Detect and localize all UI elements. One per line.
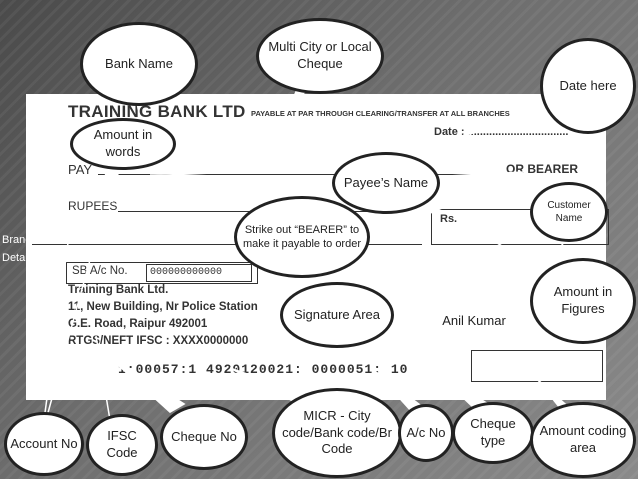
- rupees-label: RUPEES: [68, 199, 118, 213]
- account-pointer: [45, 259, 91, 421]
- multi-city-callout: Multi City or Local Cheque: [256, 18, 384, 94]
- branch-pointer: [43, 227, 71, 421]
- micr-callout: MICR - City code/Bank code/Br Code: [272, 388, 402, 478]
- bank-name-callout: Bank Name: [80, 22, 198, 106]
- strike-bearer-callout: Strike out “BEARER” to make it payable t…: [234, 196, 370, 278]
- amount-words-callout: Amount in words: [70, 118, 176, 170]
- cheque-no-callout: Cheque No: [160, 404, 248, 470]
- date-callout: Date here: [540, 38, 636, 134]
- amount-figures-box: [431, 209, 609, 245]
- cheque-no-tail: [105, 353, 186, 413]
- account-number: 000000000000: [150, 267, 223, 278]
- payable-text: PAYABLE AT PAR THROUGH CLEARING/TRANSFER…: [251, 109, 510, 118]
- pay-line: [98, 174, 504, 175]
- ifsc-code-callout: IFSC Code: [86, 414, 158, 476]
- amount-coding-box: [471, 350, 603, 382]
- account-number-box: [146, 264, 252, 282]
- cheque-type-tail: [433, 369, 490, 409]
- payee-name-callout: Payee’s Name: [332, 152, 440, 214]
- amount-figures-callout: Amount in Figures: [530, 258, 636, 344]
- branch-details-text: Branch Details: [2, 234, 37, 264]
- signature-area-callout: Signature Area: [280, 282, 394, 348]
- account-box: [66, 262, 258, 284]
- rupees-line-2: [32, 244, 422, 245]
- bank-title: TRAINING BANK LTD: [68, 102, 246, 121]
- anil-kumar-text: Anil Kumar: [442, 313, 506, 328]
- address-line: G.E. Road, Raipur 492001: [68, 318, 208, 330]
- ac-no-callout: A/c No: [398, 404, 454, 462]
- cheque-type-callout: Cheque type: [452, 402, 534, 464]
- pay-label: PAY: [68, 162, 93, 177]
- address-line: 11, New Building, Nr Police Station: [68, 301, 258, 313]
- address-line: RTGS/NEFT IFSC : XXXX0000000: [68, 335, 249, 347]
- account-no-callout: Account No: [4, 412, 84, 476]
- payee-pointer-2: [119, 171, 351, 183]
- address-line: Training Bank Ltd.: [68, 284, 169, 296]
- amount-coding-callout: Amount coding area: [530, 402, 636, 478]
- ifsc-pointer: [95, 335, 111, 421]
- rs-label: Rs.: [440, 213, 458, 225]
- customer-name-callout: Customer Name: [530, 182, 608, 242]
- micr-line: 1:00057:1 4920120021: 0000051: 10: [118, 362, 409, 377]
- strike-bearer-tail: [384, 177, 513, 234]
